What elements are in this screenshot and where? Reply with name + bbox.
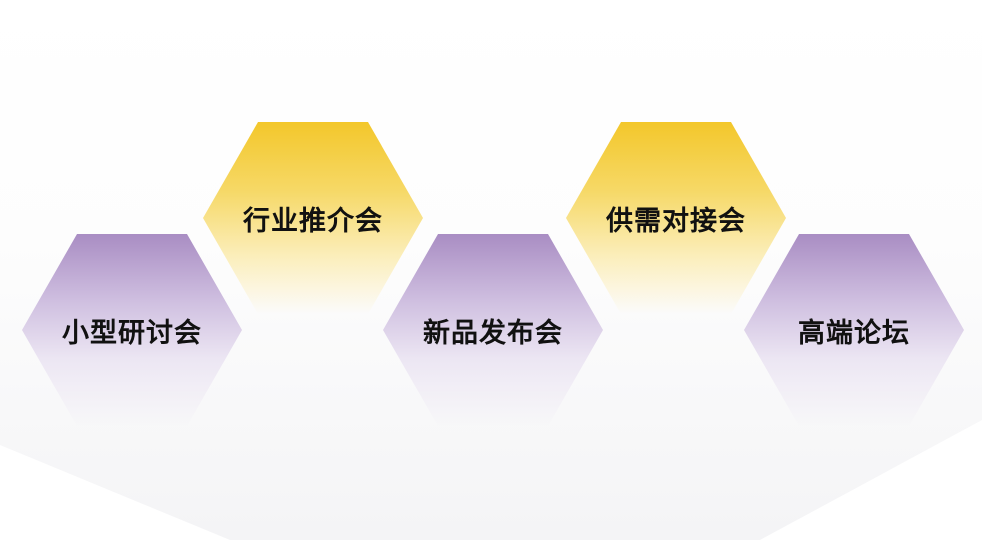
hexagon-label: 小型研讨会 [62, 317, 202, 349]
hexagon-high-end-forum: 高端论坛 [744, 234, 964, 426]
hexagon-label: 行业推介会 [243, 205, 383, 237]
hexagon-label: 供需对接会 [606, 205, 746, 237]
hexagon-label: 高端论坛 [798, 317, 910, 349]
hexagon-supply-demand-matching: 供需对接会 [566, 122, 786, 314]
hexagon-small-seminar: 小型研讨会 [22, 234, 242, 426]
hexagon-label: 新品发布会 [423, 317, 563, 349]
